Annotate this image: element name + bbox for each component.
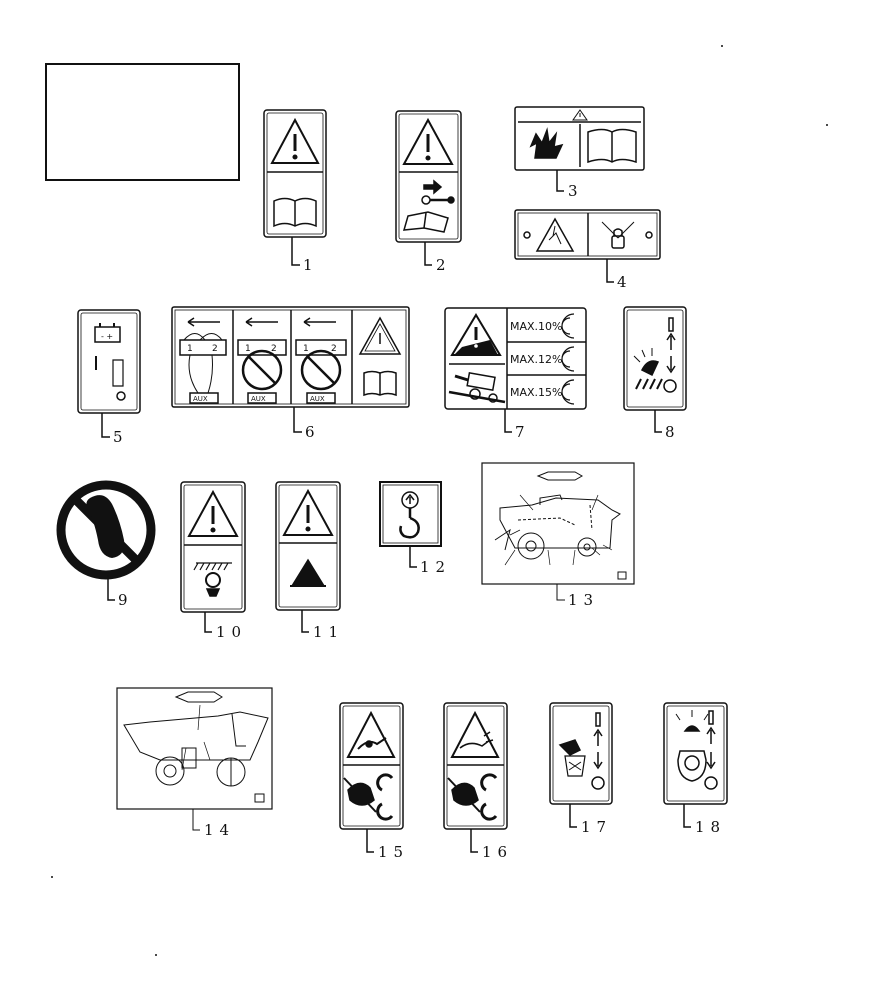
header-light-icon bbox=[558, 739, 586, 777]
callout-2: 2 bbox=[436, 256, 452, 274]
warning-triangle-icon bbox=[358, 316, 402, 355]
callout-12: 12 bbox=[420, 558, 451, 576]
decal-15: 15 bbox=[339, 702, 409, 861]
callout-9: 9 bbox=[118, 591, 134, 609]
crush-point-icon bbox=[290, 558, 326, 587]
decal-3: 3 bbox=[514, 106, 645, 200]
tilt-gauge-icon bbox=[561, 313, 575, 405]
remove-key-icon bbox=[421, 179, 455, 205]
callout-11: 11 bbox=[313, 623, 344, 641]
svg-text:2: 2 bbox=[271, 344, 277, 354]
jumper-panel-c-prohibited: 1 2 AUX bbox=[295, 317, 347, 404]
callout-4: 4 bbox=[617, 273, 633, 291]
callout-16: 16 bbox=[482, 843, 513, 861]
battery-terminals-label: - + bbox=[101, 332, 113, 341]
explosion-icon bbox=[529, 127, 564, 159]
callout-18: 18 bbox=[695, 818, 726, 836]
entanglement-hazard-icon bbox=[193, 562, 232, 597]
warning-triangle-icon bbox=[187, 489, 239, 537]
combine-on-slope-icon bbox=[448, 371, 506, 404]
manual-book-icon bbox=[363, 370, 397, 397]
callout-17: 17 bbox=[581, 818, 612, 836]
decal-1: 1 bbox=[263, 109, 327, 274]
warning-triangle-icon bbox=[282, 488, 334, 536]
auger-hazard-icon bbox=[346, 710, 396, 758]
manual-book-icon bbox=[273, 197, 317, 228]
callout-7: 7 bbox=[515, 423, 531, 441]
callout-5: 5 bbox=[113, 428, 129, 446]
decal-16: 16 bbox=[443, 702, 513, 861]
decal-9: 9 bbox=[56, 480, 156, 609]
combine-side-view-icon bbox=[494, 494, 621, 560]
decal-17: 17 bbox=[549, 702, 613, 836]
svg-text:2: 2 bbox=[212, 344, 218, 354]
glass-hazard-icon bbox=[535, 217, 575, 252]
decal-10: 10 bbox=[180, 481, 247, 641]
aux-label: AUX bbox=[251, 395, 266, 403]
warning-triangle-icon bbox=[270, 117, 320, 164]
battery-icon: - + bbox=[94, 323, 121, 343]
manual-book-icon bbox=[587, 128, 637, 164]
cutting-hazard-icon bbox=[450, 710, 500, 758]
callout-14: 14 bbox=[204, 821, 235, 839]
decal-7: MAX.10% MAX.12% MAX.15% 7 bbox=[444, 307, 587, 441]
decal-18: 18 bbox=[663, 702, 728, 836]
jumper-panel-b-prohibited: 1 2 AUX bbox=[237, 317, 287, 404]
callout-6: 6 bbox=[305, 423, 321, 441]
svg-text:1: 1 bbox=[245, 344, 251, 354]
decal-12: 12 bbox=[379, 481, 451, 576]
decal-4: 4 bbox=[514, 209, 661, 291]
title-block bbox=[45, 63, 240, 181]
svg-text:1: 1 bbox=[303, 344, 309, 354]
svg-text:1: 1 bbox=[187, 344, 193, 354]
callout-3: 3 bbox=[568, 182, 584, 200]
aux-label: AUX bbox=[310, 395, 325, 403]
jumper-panel-a: 1 2 AUX bbox=[179, 317, 227, 404]
callout-1: 1 bbox=[303, 256, 319, 274]
warning-triangle-icon bbox=[402, 117, 454, 165]
decal-6: 1 2 AUX 1 2 AUX 1 2 bbox=[171, 306, 410, 441]
callout-8: 8 bbox=[665, 423, 681, 441]
no-hand-rotating-icon bbox=[343, 773, 394, 821]
max-slope-12: MAX.12% bbox=[510, 353, 563, 366]
warning-triangle-icon bbox=[450, 313, 502, 356]
decal-14: 14 bbox=[116, 687, 273, 839]
callout-13: 13 bbox=[568, 591, 599, 609]
decal-8: 8 bbox=[623, 306, 687, 441]
decal-5: - + 5 bbox=[77, 309, 141, 446]
decal-11: 11 bbox=[275, 481, 344, 641]
combine-side-view-icon bbox=[123, 711, 269, 787]
manual-book-icon bbox=[402, 211, 449, 233]
no-step-foot-icon bbox=[86, 495, 125, 558]
lifting-hook-icon bbox=[399, 491, 420, 539]
aux-label: AUX bbox=[193, 395, 208, 403]
decal-13: 13 bbox=[481, 462, 635, 609]
callout-10: 10 bbox=[216, 623, 247, 641]
work-light-icon bbox=[633, 348, 663, 390]
max-slope-10: MAX.10% bbox=[510, 320, 563, 333]
svg-text:2: 2 bbox=[331, 344, 337, 354]
no-hand-rotating-icon bbox=[447, 773, 498, 821]
callout-15: 15 bbox=[378, 843, 409, 861]
decal-2: 2 bbox=[395, 110, 462, 274]
padlock-icon bbox=[601, 221, 635, 249]
beacon-light-icon bbox=[675, 710, 709, 782]
max-slope-15: MAX.15% bbox=[510, 386, 563, 399]
